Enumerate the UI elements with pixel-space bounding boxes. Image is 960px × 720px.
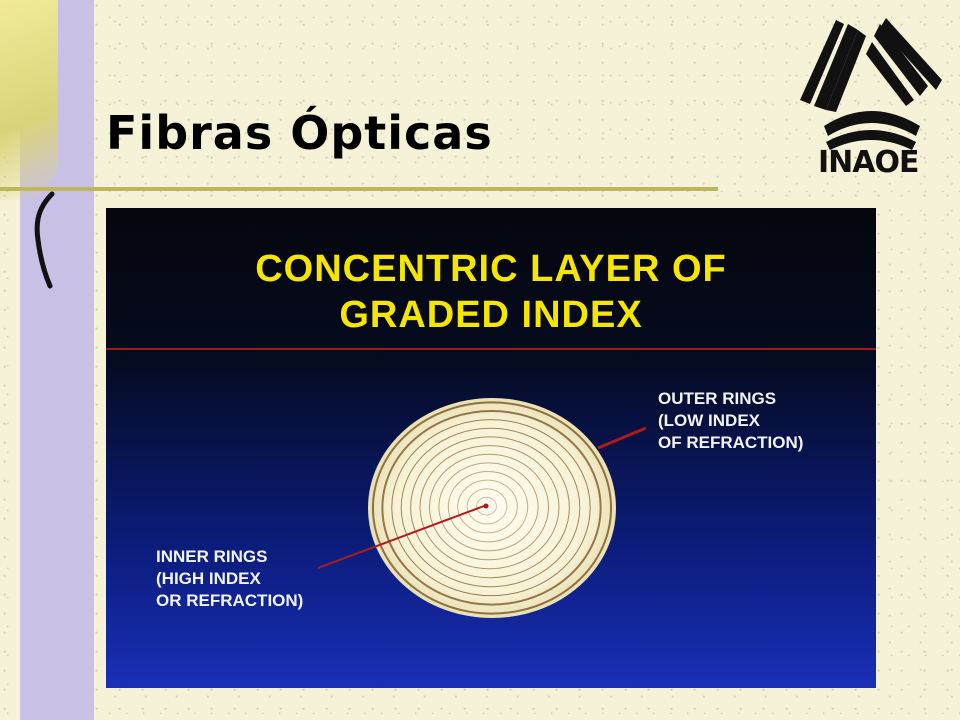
inaoe-logo: INAOE [800,18,942,178]
diagram-heading-line2: GRADED INDEX [339,294,643,336]
svg-text:INAOE: INAOE [818,145,918,178]
heading-divider [106,348,876,350]
left-accent-highlight [0,0,58,200]
inner-label-line: (HIGH INDEX [156,569,261,588]
bracket-ornament [34,191,55,289]
outer-rings-label: OUTER RINGS (LOW INDEX OF REFRACTION) [658,388,803,454]
index-ring [391,419,591,597]
inner-label-line: OR REFRACTION) [156,591,304,610]
outer-label-line: OUTER RINGS [658,389,777,408]
fiber-cross-section [368,398,616,618]
inner-label-line: INNER RINGS [156,547,268,566]
inner-rings-pointer [317,505,485,569]
index-ring [466,488,508,525]
index-ring [400,427,581,588]
ring-group [371,401,613,615]
index-ring [476,496,497,516]
graded-index-photo: CONCENTRIC LAYER OF GRADED INDEX OUTER R… [106,208,876,688]
index-ring [457,479,518,534]
index-ring [381,410,602,606]
outer-label-line: OF REFRACTION) [658,433,804,452]
index-ring [428,453,550,561]
diagram-heading-line1: CONCENTRIC LAYER OF [255,248,727,290]
title-underline [0,187,718,191]
index-ring [410,436,570,579]
index-ring [447,470,529,543]
index-ring [438,462,539,552]
outer-label-line: (LOW INDEX [658,411,760,430]
core-center-dot [483,503,489,509]
index-ring [371,401,613,615]
index-ring [419,445,560,570]
concentric-rings-diagram [317,398,647,618]
outer-rings-pointer [597,426,647,450]
inner-rings-label: INNER RINGS (HIGH INDEX OR REFRACTION) [156,546,303,612]
page-title: Fibras Ópticas [106,106,493,160]
